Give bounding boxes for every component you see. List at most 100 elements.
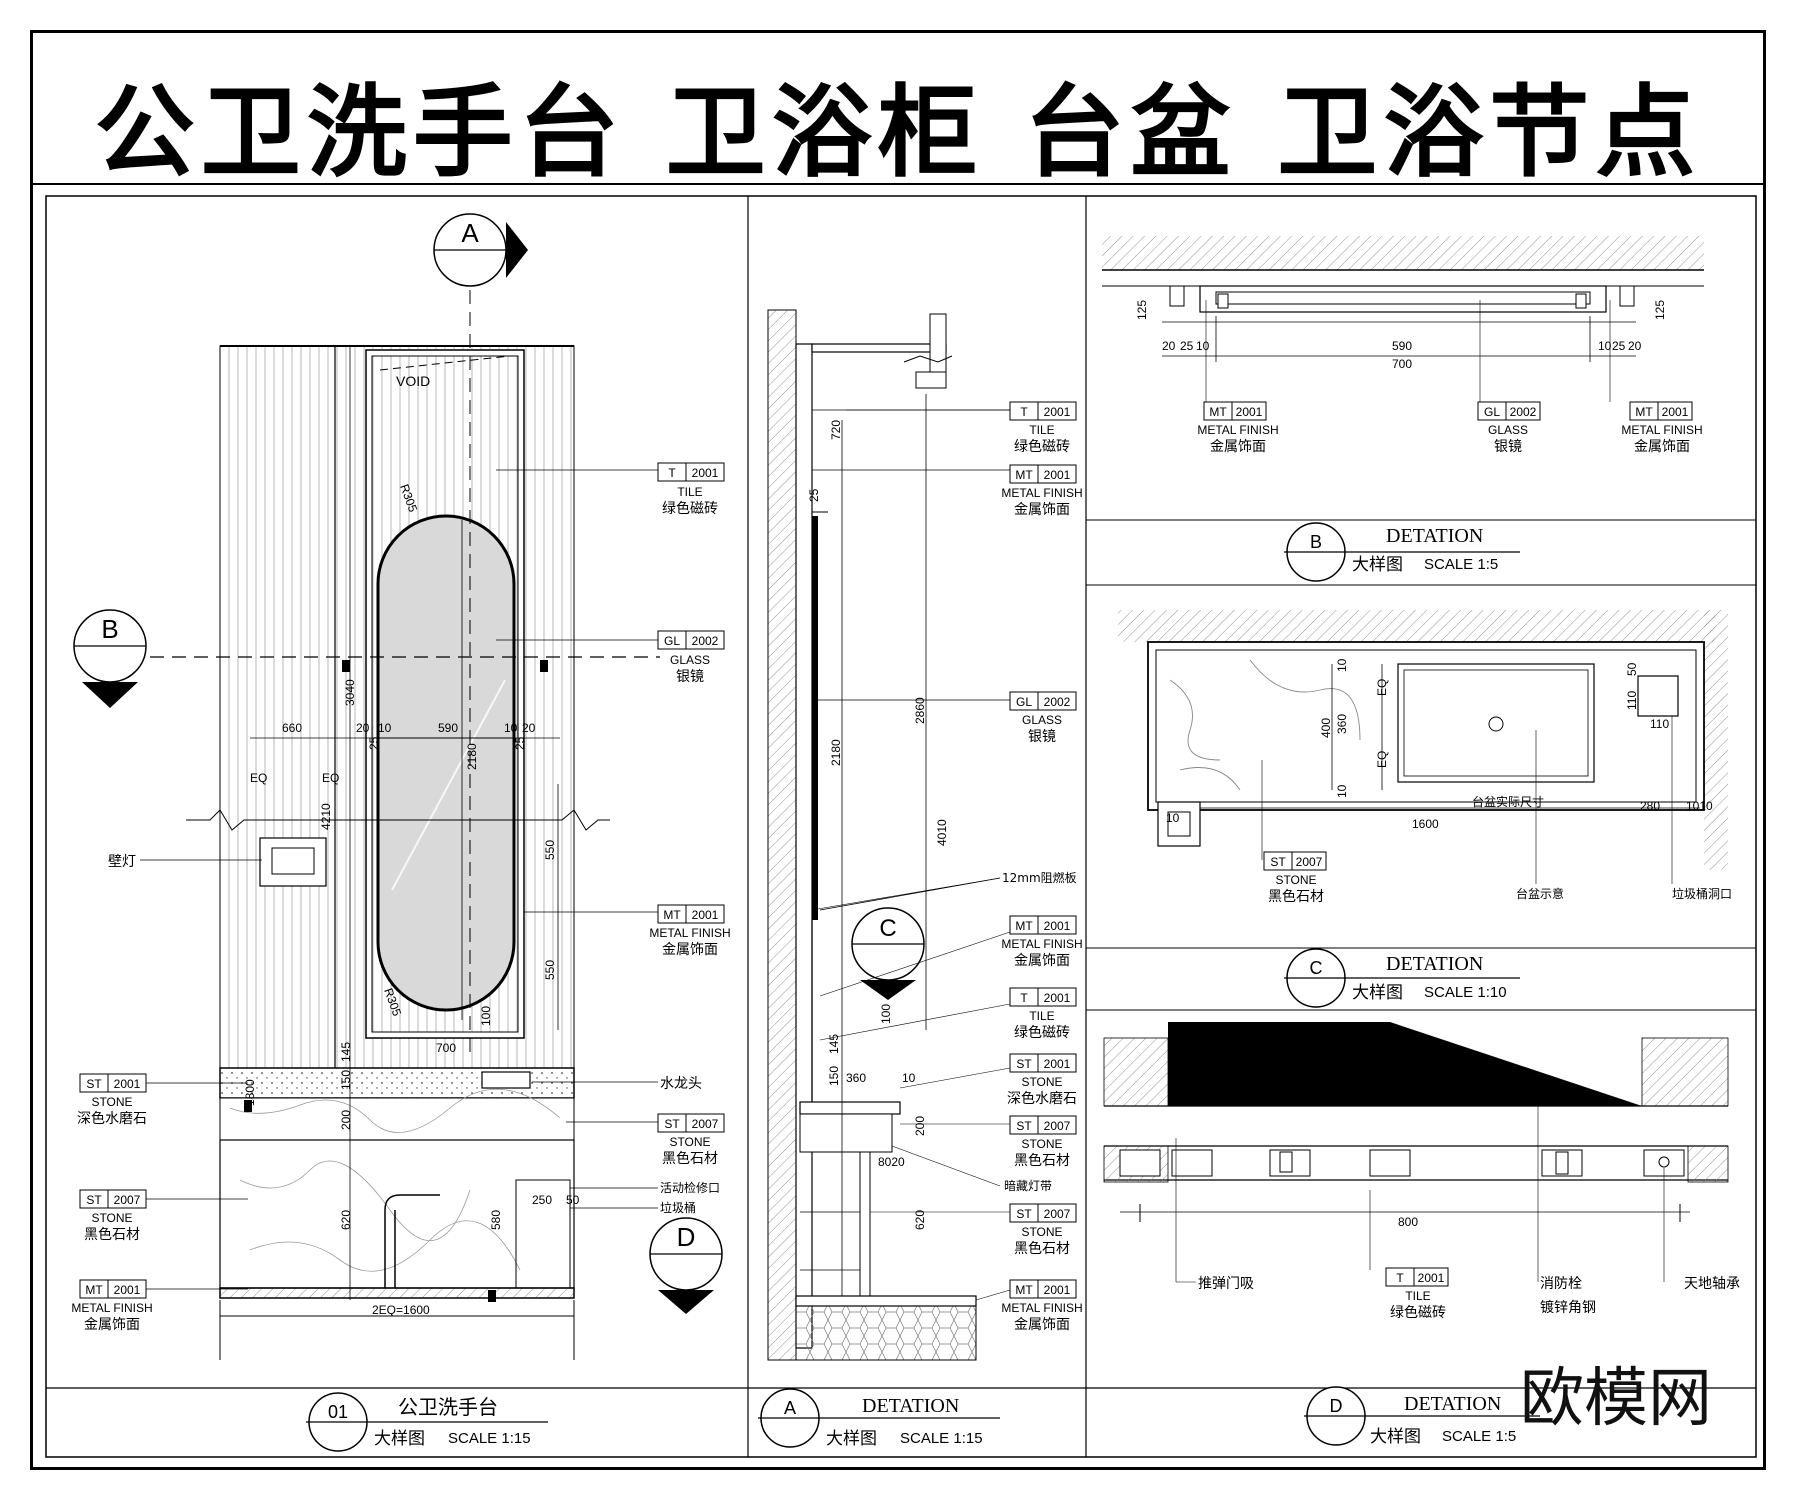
svg-text:STONE: STONE (91, 1211, 132, 1225)
svg-text:MT: MT (1015, 1283, 1033, 1297)
bin-hole-note: 垃圾桶洞口 (1672, 886, 1732, 901)
svg-text:200: 200 (339, 1110, 353, 1130)
svg-text:125: 125 (1653, 300, 1667, 320)
svg-text:绿色磁砖: 绿色磁砖 (662, 500, 718, 517)
svg-text:2007: 2007 (1044, 1119, 1071, 1133)
fire-hydrant-note: 消防栓 (1540, 1276, 1582, 1292)
svg-text:25: 25 (1180, 339, 1194, 353)
svg-text:20: 20 (356, 721, 370, 735)
svg-text:METAL FINISH: METAL FINISH (1197, 423, 1278, 437)
panel-d-notes: 推弹门吸 消防栓 镀锌角钢 天地轴承 (1198, 1276, 1740, 1316)
svg-text:银镜: 银镜 (1494, 439, 1522, 455)
svg-text:125: 125 (1135, 300, 1149, 320)
svg-text:2001: 2001 (1418, 1271, 1445, 1285)
svg-text:T: T (1020, 991, 1028, 1005)
svg-text:STONE: STONE (1021, 1075, 1062, 1089)
svg-text:黑色石材: 黑色石材 (84, 1226, 140, 1243)
section-mark-c: C (851, 907, 925, 1000)
svg-text:2001: 2001 (692, 908, 719, 922)
svg-text:2002: 2002 (1044, 695, 1071, 709)
svg-text:大样图: 大样图 (1352, 555, 1403, 575)
svg-text:金属饰面: 金属饰面 (1014, 953, 1070, 969)
svg-text:2180: 2180 (829, 739, 843, 766)
svg-text:A: A (784, 1398, 796, 1418)
svg-text:黑色石材: 黑色石材 (1014, 1152, 1070, 1169)
svg-text:B: B (101, 614, 118, 644)
svg-text:D: D (677, 1222, 696, 1252)
section-mark-a: A (433, 213, 528, 287)
svg-text:DETATION: DETATION (1404, 1393, 1501, 1415)
svg-text:10: 10 (1335, 784, 1349, 798)
panel-01-caption: 01 公卫洗手台 大样图 SCALE 1:15 (306, 1392, 548, 1452)
svg-text:DETATION: DETATION (1386, 525, 1483, 547)
svg-text:GL: GL (1484, 405, 1500, 419)
panel-01-tag-metal-left: MT 2001 METAL FINISH 金属饰面 (71, 1279, 248, 1333)
svg-text:公卫洗手台: 公卫洗手台 (398, 1395, 498, 1419)
svg-text:金属饰面: 金属饰面 (1014, 502, 1070, 518)
void-label: VOID (396, 373, 430, 389)
svg-text:DETATION: DETATION (862, 1395, 959, 1417)
svg-text:580: 580 (489, 1210, 503, 1230)
svg-text:20: 20 (1162, 339, 1176, 353)
svg-text:100: 100 (479, 1006, 493, 1026)
svg-text:2001: 2001 (1662, 405, 1689, 419)
svg-text:20: 20 (522, 721, 536, 735)
sheet-title: 公卫洗手台 卫浴柜 台盆 卫浴节点 (94, 74, 1702, 191)
svg-text:ST: ST (86, 1193, 102, 1207)
section-mark-b: B (73, 609, 147, 708)
panel-01-tag-metal: MT 2001 METAL FINISH 金属饰面 (524, 904, 731, 958)
svg-text:银镜: 银镜 (1028, 729, 1056, 745)
svg-text:SCALE 1:5: SCALE 1:5 (1424, 556, 1498, 573)
svg-text:EQ: EQ (250, 771, 267, 785)
svg-text:2001: 2001 (114, 1077, 141, 1091)
panel-b-caption: B DETATION 大样图 SCALE 1:5 (1284, 522, 1520, 582)
panel-d-caption: D DETATION 大样图 SCALE 1:5 (1304, 1386, 1540, 1447)
svg-text:GL: GL (664, 634, 680, 648)
svg-text:STONE: STONE (1021, 1137, 1062, 1151)
svg-text:STONE: STONE (1275, 873, 1316, 887)
svg-text:MT: MT (1209, 405, 1227, 419)
faucet-note: 水龙头 (660, 1076, 702, 1092)
svg-text:10: 10 (504, 721, 518, 735)
svg-text:2001: 2001 (1044, 991, 1071, 1005)
svg-text:360: 360 (1335, 714, 1349, 734)
panel-c-caption: C DETATION 大样图 SCALE 1:10 (1284, 948, 1520, 1008)
panel-d-tag: T 2001 TILE 绿色磁砖 (1385, 1267, 1449, 1321)
svg-text:ST: ST (1016, 1207, 1032, 1221)
svg-text:黑色石材: 黑色石材 (1268, 888, 1324, 905)
pivot-hinge-note: 天地轴承 (1684, 1276, 1740, 1292)
svg-text:MT: MT (663, 908, 681, 922)
svg-text:800: 800 (1398, 1215, 1418, 1229)
bin-note: 垃圾桶 (660, 1200, 696, 1215)
svg-text:25: 25 (1612, 339, 1626, 353)
svg-text:4210: 4210 (319, 803, 333, 830)
svg-text:2007: 2007 (692, 1117, 719, 1131)
svg-text:银镜: 银镜 (676, 669, 704, 685)
svg-text:DETATION: DETATION (1386, 953, 1483, 975)
svg-text:2001: 2001 (114, 1283, 141, 1297)
svg-text:TILE: TILE (1029, 423, 1054, 437)
svg-text:金属饰面: 金属饰面 (1634, 439, 1690, 455)
svg-text:660: 660 (282, 721, 302, 735)
svg-text:360: 360 (846, 1071, 866, 1085)
panel-01-elevation: VOID R305 R305 (150, 290, 660, 1360)
svg-text:10: 10 (902, 1071, 916, 1085)
svg-text:SCALE 1:15: SCALE 1:15 (448, 1430, 531, 1447)
svg-text:ST: ST (86, 1077, 102, 1091)
svg-text:280: 280 (1640, 799, 1660, 813)
svg-text:550: 550 (543, 840, 557, 860)
light-strip-note: 暗藏灯带 (1004, 1178, 1052, 1193)
svg-text:深色水磨石: 深色水磨石 (77, 1110, 147, 1127)
svg-text:METAL FINISH: METAL FINISH (649, 926, 730, 940)
panel-01-tag-terrazzo: ST 2001 STONE 深色水磨石 (77, 1073, 248, 1127)
svg-text:2007: 2007 (114, 1193, 141, 1207)
panel-a-section: 720 25 2860 2180 4010 100 145 150 360 10… (767, 309, 1010, 1361)
